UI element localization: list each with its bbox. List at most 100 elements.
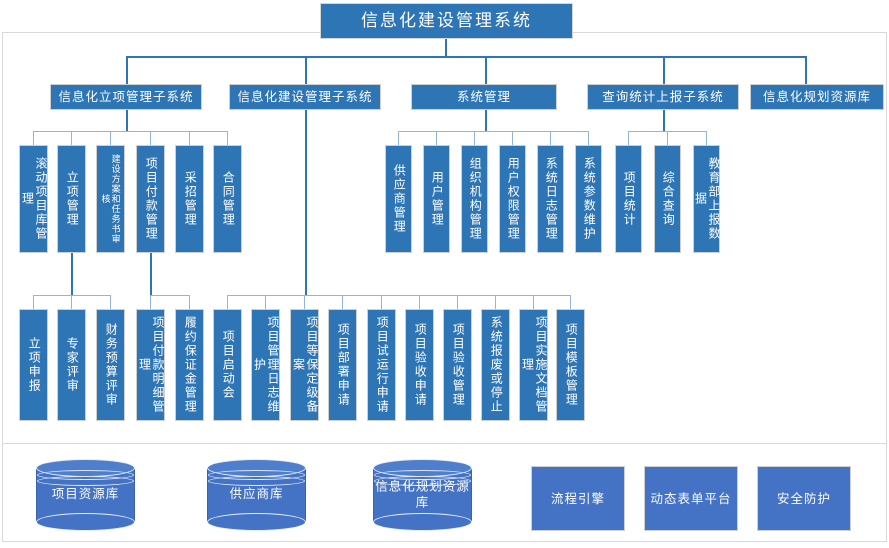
database-gongyingshangku[interactable]: 供应商库 bbox=[207, 459, 306, 531]
connector-l3-2 bbox=[71, 131, 72, 145]
connector-c3-3 bbox=[706, 131, 707, 145]
cylinder-ring-2 bbox=[37, 476, 134, 486]
database-label: 项目资源库 bbox=[51, 487, 120, 502]
connector-l3-1 bbox=[33, 131, 34, 145]
module-gundong-xiangmuku[interactable]: 滚动项目库管理 bbox=[19, 145, 48, 253]
connector-j4-7 bbox=[457, 295, 458, 309]
subsystem-chaxun[interactable]: 查询统计上报子系统 bbox=[587, 84, 739, 110]
cylinder-bottom bbox=[36, 513, 135, 531]
module-jianshe-fangan-shenhe[interactable]: 建设方案和任务书审核 bbox=[96, 145, 125, 253]
cylinder-bottom bbox=[207, 513, 306, 531]
connector-xitong-drop bbox=[485, 110, 487, 131]
connector-l4-5 bbox=[189, 295, 190, 309]
connector-j4-3 bbox=[304, 295, 305, 309]
module-xiangmu-rizhi-weihu[interactable]: 项目管理日志维护 bbox=[251, 309, 280, 421]
module-yonghu-quanxian-guanli[interactable]: 用户权限管理 bbox=[499, 145, 526, 253]
module-xitong-canshu-weihu[interactable]: 系统参数维护 bbox=[575, 145, 602, 253]
module-xiangmu-dengbao-beian[interactable]: 项目等保定级备案 bbox=[290, 309, 319, 421]
database-label: 信息化规划资源库 bbox=[375, 479, 470, 509]
connector-lxgl-drop bbox=[71, 253, 73, 295]
frame-right-line bbox=[886, 32, 887, 542]
connector-xitong-bus bbox=[398, 131, 588, 132]
frame-bottom-line bbox=[2, 541, 887, 542]
connector-sub4-drop bbox=[663, 56, 665, 84]
connector-l3-4 bbox=[150, 131, 151, 145]
module-gongyingshang-guanli[interactable]: 供应商管理 bbox=[385, 145, 412, 253]
database-guihua-ziyuanku[interactable]: 信息化规划资源库 bbox=[373, 459, 472, 531]
module-lixiang-shenbao[interactable]: 立项申报 bbox=[19, 309, 48, 421]
connector-j4-4 bbox=[342, 295, 343, 309]
module-xiangmu-bushu-shenqing[interactable]: 项目部署申请 bbox=[328, 309, 357, 421]
connector-l4-4 bbox=[150, 295, 151, 309]
connector-lixiang-bus bbox=[33, 131, 227, 132]
subsystem-lixiang[interactable]: 信息化立项管理子系统 bbox=[50, 84, 202, 110]
subsystem-guihua[interactable]: 信息化规划资源库 bbox=[750, 84, 884, 110]
module-lixiang-guanli[interactable]: 立项管理 bbox=[57, 145, 86, 253]
connector-l3-6 bbox=[227, 131, 228, 145]
connector-x3-3 bbox=[474, 131, 475, 145]
platform-dongtai-biaodan[interactable]: 动态表单平台 bbox=[644, 466, 738, 531]
connector-fkgl-bus bbox=[150, 295, 189, 296]
connector-l4-3 bbox=[110, 295, 111, 309]
connector-jianshe-drop bbox=[305, 110, 307, 295]
connector-sub3-drop bbox=[485, 56, 487, 84]
connector-c3-2 bbox=[667, 131, 668, 145]
connector-x3-2 bbox=[436, 131, 437, 145]
connector-c3-1 bbox=[628, 131, 629, 145]
subsystem-jianshe[interactable]: 信息化建设管理子系统 bbox=[229, 84, 381, 110]
platform-liucheng-yinqing[interactable]: 流程引擎 bbox=[531, 466, 625, 531]
module-xiangmu-fukuan[interactable]: 项目付款管理 bbox=[136, 145, 165, 253]
connector-x3-1 bbox=[398, 131, 399, 145]
subsystem-xitong[interactable]: 系统管理 bbox=[411, 84, 557, 110]
connector-lixiang-drop bbox=[126, 110, 128, 131]
module-xiangmu-yanshou-shenqing[interactable]: 项目验收申请 bbox=[405, 309, 434, 421]
connector-j4-1 bbox=[227, 295, 228, 309]
module-xiangmu-shiyunxing-shenqing[interactable]: 项目试运行申请 bbox=[367, 309, 396, 421]
module-zonghe-chaxun[interactable]: 综合查询 bbox=[654, 145, 681, 253]
module-yonghu-guanli[interactable]: 用户管理 bbox=[423, 145, 450, 253]
connector-l3-3 bbox=[110, 131, 111, 145]
database-xiangmu-ziyuanku[interactable]: 项目资源库 bbox=[36, 459, 135, 531]
module-xitong-rizhi-guanli[interactable]: 系统日志管理 bbox=[537, 145, 564, 253]
module-xiangmu-moban-guanli[interactable]: 项目模板管理 bbox=[556, 309, 585, 421]
module-zuzhi-jigou-guanli[interactable]: 组织机构管理 bbox=[461, 145, 488, 253]
module-caizhao-guanli[interactable]: 采招管理 bbox=[175, 145, 204, 253]
connector-j4-9 bbox=[533, 295, 534, 309]
connector-l4-1 bbox=[33, 295, 34, 309]
frame-left-line bbox=[2, 32, 3, 542]
module-xitong-baofei-tingzhi[interactable]: 系统报废或停止 bbox=[481, 309, 510, 421]
cylinder-ring-2 bbox=[208, 476, 305, 486]
frame-divider-line bbox=[2, 443, 887, 444]
connector-x3-6 bbox=[588, 131, 589, 145]
connector-sub1-drop bbox=[126, 56, 128, 84]
module-zhuanjia-pingshen[interactable]: 专家评审 bbox=[57, 309, 86, 421]
module-xiangmu-tongji[interactable]: 项目统计 bbox=[615, 145, 642, 253]
module-xiangmu-fukuan-mingxi[interactable]: 项目付款明细管理 bbox=[136, 309, 165, 421]
connector-j4-5 bbox=[381, 295, 382, 309]
module-jiaoyubu-shangbao-shuju[interactable]: 教育部上报数据 bbox=[693, 145, 721, 253]
module-lvyue-baozhengjin[interactable]: 履约保证金管理 bbox=[175, 309, 204, 421]
connector-j4-6 bbox=[419, 295, 420, 309]
connector-sub2-drop bbox=[305, 56, 307, 84]
connector-main-bus bbox=[126, 56, 806, 58]
cylinder-bottom bbox=[373, 513, 472, 531]
database-label: 供应商库 bbox=[229, 487, 284, 502]
connector-x3-4 bbox=[512, 131, 513, 145]
module-xiangmu-qidonghui[interactable]: 项目启动会 bbox=[213, 309, 242, 421]
connector-l3-5 bbox=[189, 131, 190, 145]
module-xiangmu-yanshou-guanli[interactable]: 项目验收管理 bbox=[443, 309, 472, 421]
system-title: 信息化建设管理系统 bbox=[320, 3, 573, 39]
connector-j4-10 bbox=[570, 295, 571, 309]
connector-jianshe-bus bbox=[227, 295, 570, 296]
cylinder-ring-2 bbox=[374, 476, 471, 486]
connector-chaxun-drop bbox=[663, 110, 665, 131]
connector-j4-8 bbox=[495, 295, 496, 309]
module-xiangmu-shishi-wendang[interactable]: 项目实施文档管理 bbox=[519, 309, 548, 421]
platform-anquan-fanghu[interactable]: 安全防护 bbox=[757, 466, 851, 531]
connector-x3-5 bbox=[550, 131, 551, 145]
connector-title-drop bbox=[445, 39, 447, 56]
module-hetong-guanli[interactable]: 合同管理 bbox=[213, 145, 242, 253]
connector-l4-2 bbox=[71, 295, 72, 309]
module-caiwu-yusuan-pingshen[interactable]: 财务预算评审 bbox=[96, 309, 125, 421]
